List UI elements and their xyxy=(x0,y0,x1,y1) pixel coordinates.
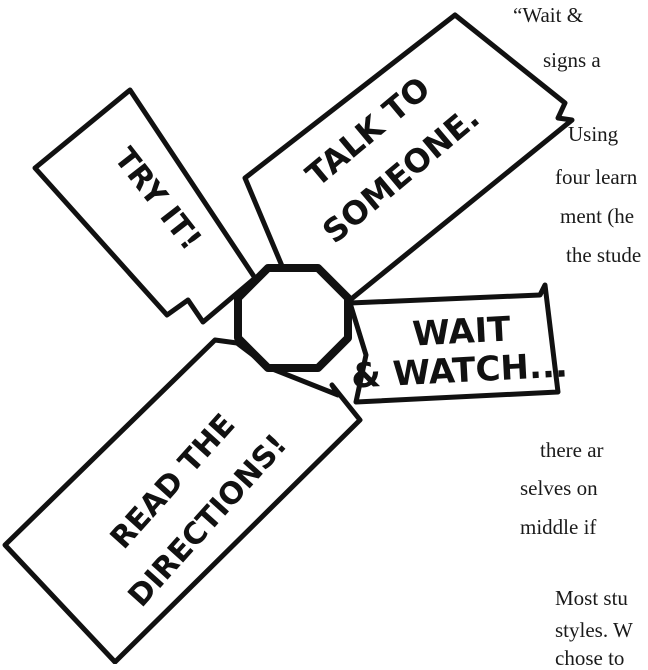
body-text-line: there ar xyxy=(540,438,604,462)
body-text-line: selves on xyxy=(520,476,598,500)
signpost-hub xyxy=(234,264,352,372)
sign-wait-and-watch: WAIT & WATCH... xyxy=(347,282,569,405)
body-text-line: the stude xyxy=(566,243,642,267)
body-text-line: four learn xyxy=(555,165,638,189)
body-text-line: ment (he xyxy=(560,204,635,228)
body-text-line: Most stu xyxy=(555,586,628,610)
body-text-line: Using xyxy=(568,122,619,146)
sign-try-it: TRY IT! xyxy=(32,87,258,325)
body-text-line: “Wait & xyxy=(513,3,584,27)
body-text-line: chose to xyxy=(555,646,625,670)
sign-wait-label: WAIT xyxy=(411,309,512,354)
body-text-line: middle if xyxy=(520,515,597,539)
body-text-line: signs a xyxy=(543,48,601,72)
sign-talk-to-someone: TALK TO SOMEONE. xyxy=(242,12,575,303)
sign-read-the-directions: READ THE DIRECTIONS! xyxy=(2,337,363,664)
body-text-line: styles. W xyxy=(555,618,633,642)
